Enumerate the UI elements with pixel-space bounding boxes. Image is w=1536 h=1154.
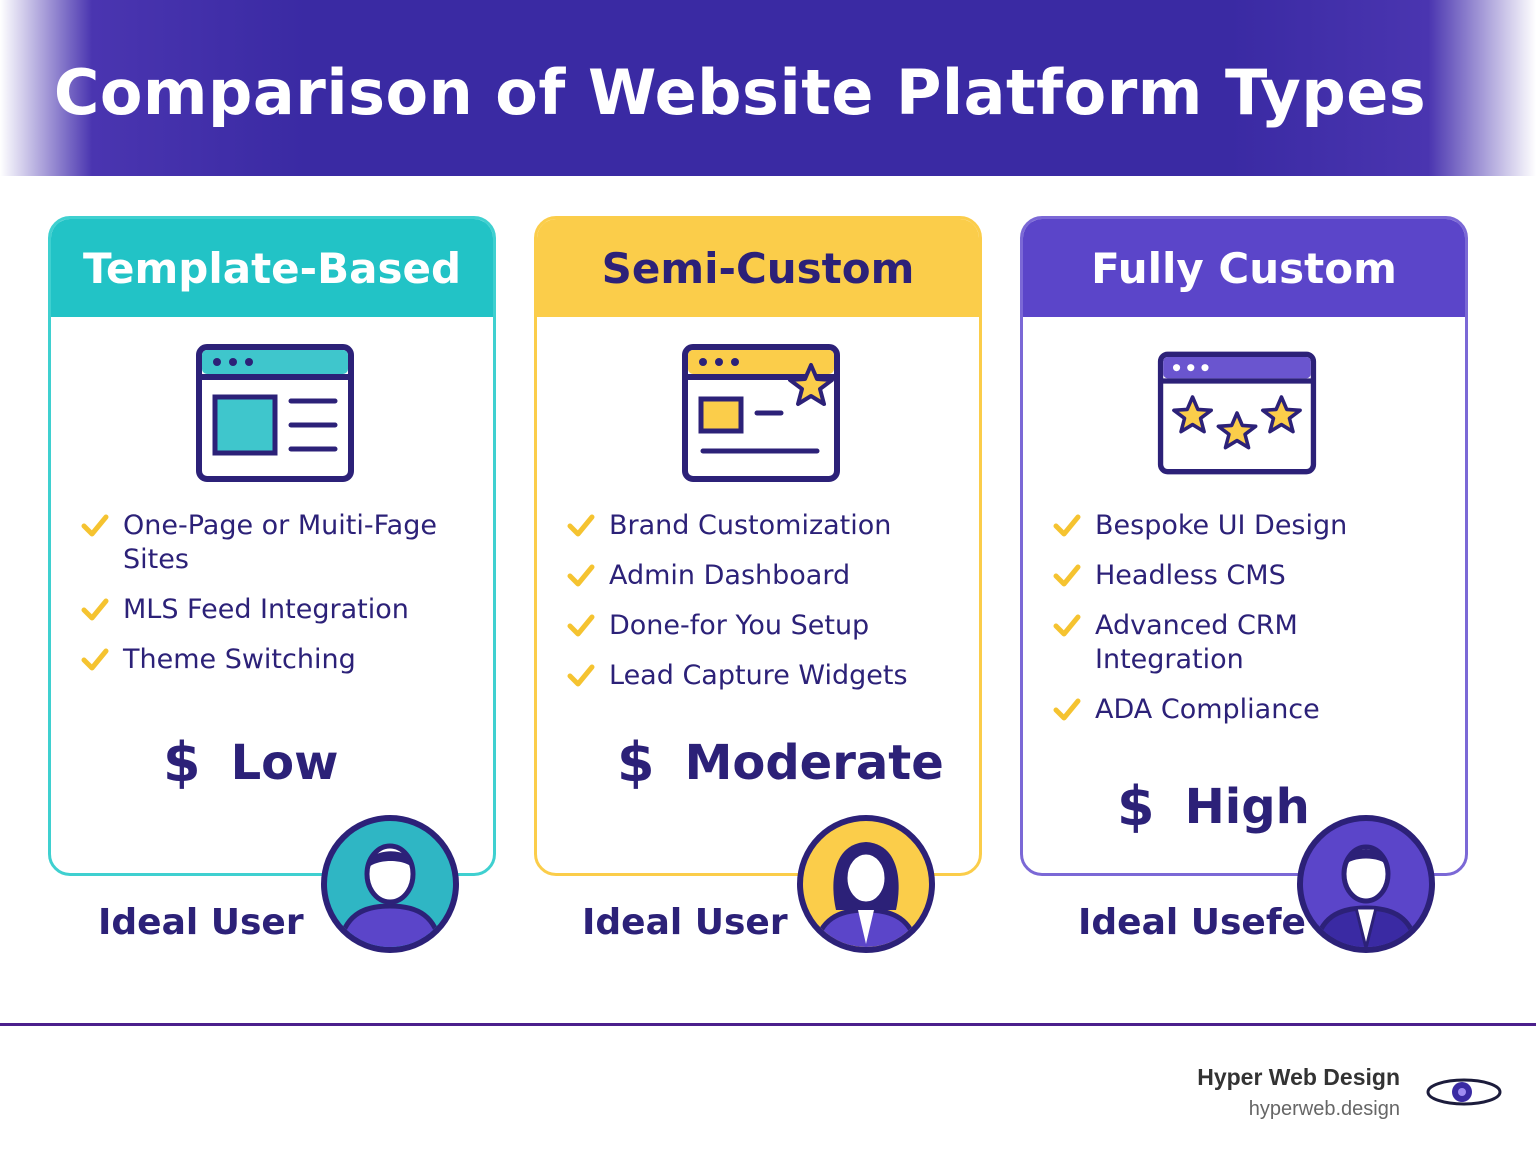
check-icon <box>1053 614 1081 637</box>
dollar-icon: $ <box>1117 775 1155 838</box>
ideal-user-label: Ideal User <box>98 902 304 943</box>
brand-name: Hyper Web Design <box>1197 1064 1400 1090</box>
card-fully-custom: Fully Custom Bespoke UI Design Headless … <box>1020 216 1468 876</box>
card-title: Semi-Custom <box>537 219 979 317</box>
check-icon <box>1053 564 1081 587</box>
check-icon <box>567 614 595 637</box>
check-icon <box>81 648 109 671</box>
ideal-user-label: Ideal User <box>582 902 788 943</box>
feature-item: Headless CMS <box>1053 559 1453 593</box>
feature-item: Brand Customization <box>567 509 967 543</box>
ideal-user-label: Ideal Usefe <box>1078 902 1306 943</box>
brand-logo-icon <box>1426 1078 1502 1106</box>
feature-item: Admin Dashboard <box>567 559 967 593</box>
feature-item: Theme Switching <box>81 643 481 677</box>
price-level: $ High <box>1117 775 1310 838</box>
feature-item: Advanced CRM Integration <box>1053 609 1453 677</box>
fully-custom-browser-icon <box>1157 351 1317 475</box>
feature-item: One-Page or Muiti-Fage Sites <box>81 509 481 577</box>
semi-custom-browser-icon <box>682 344 840 482</box>
user-avatar-icon <box>1297 815 1435 953</box>
card-title: Template-Based <box>51 219 493 317</box>
check-icon <box>567 564 595 587</box>
dollar-icon: $ <box>617 731 655 794</box>
check-icon <box>567 514 595 537</box>
brand-url: hyperweb.design <box>1248 1098 1400 1120</box>
check-icon <box>1053 698 1081 721</box>
price-level: $ Low <box>163 731 339 794</box>
feature-item: ADA Compliance <box>1053 693 1453 727</box>
check-icon <box>81 598 109 621</box>
card-title: Fully Custom <box>1023 219 1465 317</box>
feature-item: MLS Feed Integration <box>81 593 481 627</box>
feature-list: Brand Customization Admin Dashboard Done… <box>567 509 967 709</box>
feature-item: Done-for You Setup <box>567 609 967 643</box>
dollar-icon: $ <box>163 731 201 794</box>
feature-item: Lead Capture Widgets <box>567 659 967 693</box>
check-icon <box>1053 514 1081 537</box>
check-icon <box>81 514 109 537</box>
feature-list: One-Page or Muiti-Fage Sites MLS Feed In… <box>81 509 481 693</box>
footer-divider <box>0 1023 1536 1026</box>
card-semi-custom: Semi-Custom Brand Customization Admin Da… <box>534 216 982 876</box>
feature-item: Bespoke UI Design <box>1053 509 1453 543</box>
user-avatar-icon <box>797 815 935 953</box>
check-icon <box>567 664 595 687</box>
price-level: $ Moderate <box>617 731 944 794</box>
title-banner: Comparison of Website Platform Types <box>0 0 1536 176</box>
page-title: Comparison of Website Platform Types <box>53 56 1427 129</box>
template-browser-icon <box>196 344 354 482</box>
user-avatar-icon <box>321 815 459 953</box>
card-template-based: Template-Based One-Page or Muiti-Fage Si… <box>48 216 496 876</box>
feature-list: Bespoke UI Design Headless CMS Advanced … <box>1053 509 1453 743</box>
